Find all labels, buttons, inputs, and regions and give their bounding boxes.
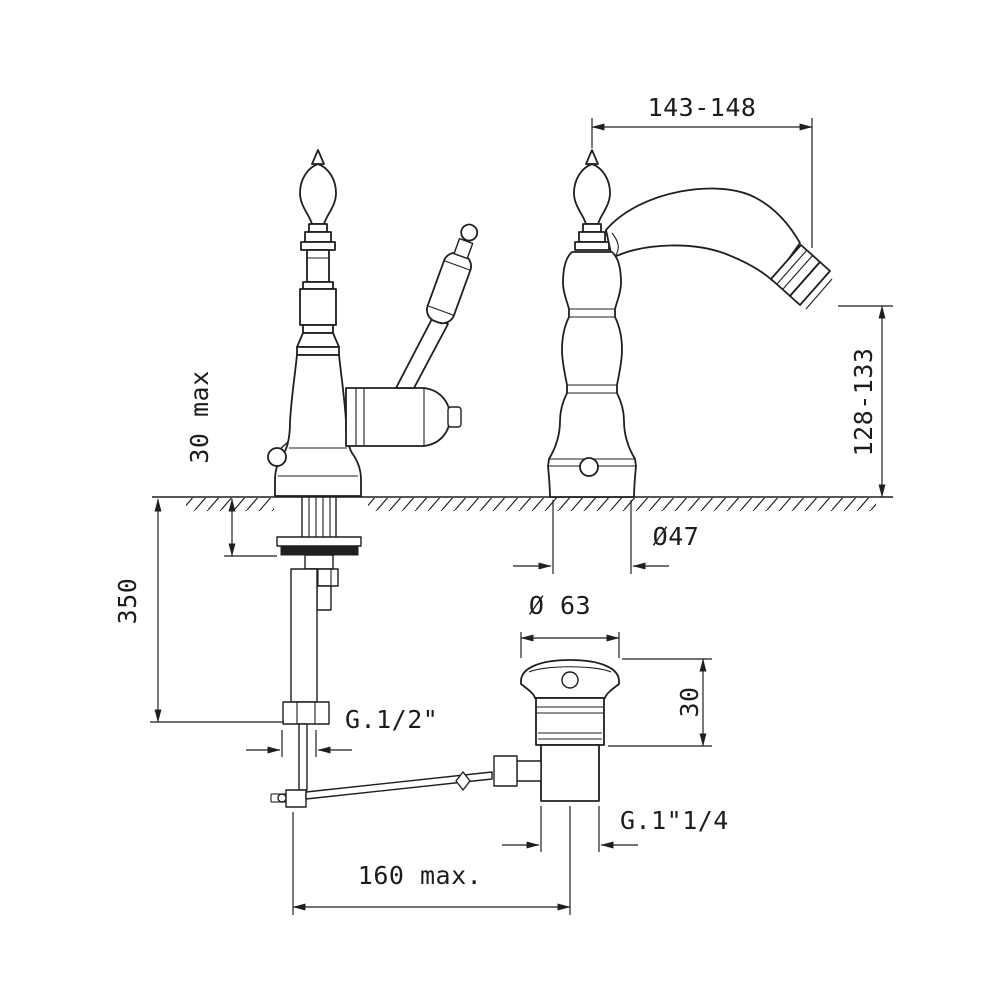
ring — [302, 324, 334, 334]
dim-label-flange-diameter: Ø 63 — [529, 591, 591, 620]
aerator-knurl-band — [299, 288, 337, 326]
dim-waste-thread: G.1"1/4 — [502, 806, 729, 852]
dim-label-spout-reach: 143-148 — [648, 93, 757, 122]
dim-label-spout-height: 128-133 — [849, 348, 878, 457]
dim-base-diameter: Ø47 — [513, 500, 699, 574]
threaded-shank — [301, 496, 337, 540]
dim-supply-thread: G.1/2" — [246, 705, 438, 757]
flare — [296, 332, 340, 348]
aerator-cap — [789, 261, 831, 306]
grip-neck — [453, 237, 474, 260]
hose-fitting-nipple — [316, 585, 332, 611]
side-view-faucet — [547, 149, 833, 498]
popup-knob — [267, 447, 287, 467]
spout-stem — [306, 249, 330, 283]
grip-body — [426, 251, 472, 325]
lever-boss — [516, 760, 542, 782]
deck-hatch-left — [186, 498, 274, 511]
dim-deck-thickness: 30 max — [185, 370, 277, 557]
braided-supply-hose — [290, 568, 318, 703]
mounting-gasket — [280, 545, 359, 556]
dim-label-hose-length: 350 — [113, 578, 142, 625]
below-deck-assembly — [270, 496, 493, 808]
horizontal-linkage-rod — [305, 771, 493, 800]
popup-rod — [298, 723, 308, 791]
knurl-line — [782, 254, 814, 290]
ring — [302, 281, 334, 290]
flange-top-line — [528, 666, 612, 673]
grip-finial-ball — [460, 223, 479, 242]
ring — [296, 346, 340, 356]
detail-line — [427, 305, 455, 316]
dim-label-supply-thread: G.1/2" — [345, 705, 438, 734]
deck-hatch-right — [368, 498, 876, 511]
mounting-washer — [276, 536, 362, 547]
detail-line — [443, 260, 471, 271]
dim-label-deck-thickness: 30 max — [185, 370, 214, 463]
dim-label-base-diameter: Ø47 — [653, 522, 700, 551]
front-view-faucet — [267, 149, 479, 497]
dim-flange-diameter: Ø 63 — [520, 591, 620, 658]
linkage-pivot — [455, 771, 471, 791]
deck-section — [152, 496, 893, 511]
dim-waste-height: 30 — [608, 658, 712, 747]
hose-end-nut — [282, 701, 330, 725]
finial — [573, 149, 611, 251]
overflow-hole — [561, 671, 579, 689]
column-body — [547, 251, 637, 498]
dim-spout-reach: 143-148 — [591, 93, 813, 248]
drain-assembly — [493, 659, 620, 802]
lever-grip — [426, 223, 479, 325]
dim-rod-reach: 160 max. — [292, 806, 571, 915]
spout — [605, 187, 801, 282]
handle-screw — [447, 406, 462, 428]
popup-knob-side — [579, 457, 599, 477]
dim-spout-height: 128-133 — [838, 305, 893, 498]
outlet-tube — [304, 554, 334, 570]
spray-face-line — [805, 278, 833, 310]
dim-label-waste-height: 30 — [675, 686, 704, 717]
lever-knurled-knob — [493, 755, 518, 787]
cartridge-housing — [345, 387, 451, 447]
dim-label-rod-reach: 160 max. — [358, 861, 482, 890]
waste-body — [535, 697, 605, 746]
dim-hose-length: 350 — [113, 498, 284, 723]
dim-label-waste-thread: G.1"1/4 — [620, 806, 729, 835]
lever-shaft — [395, 316, 449, 389]
knurl-line — [776, 249, 808, 285]
waste-tailpipe — [540, 744, 600, 802]
joint-pin — [277, 793, 287, 803]
rod-elbow-joint — [285, 789, 307, 808]
finial — [299, 149, 337, 251]
